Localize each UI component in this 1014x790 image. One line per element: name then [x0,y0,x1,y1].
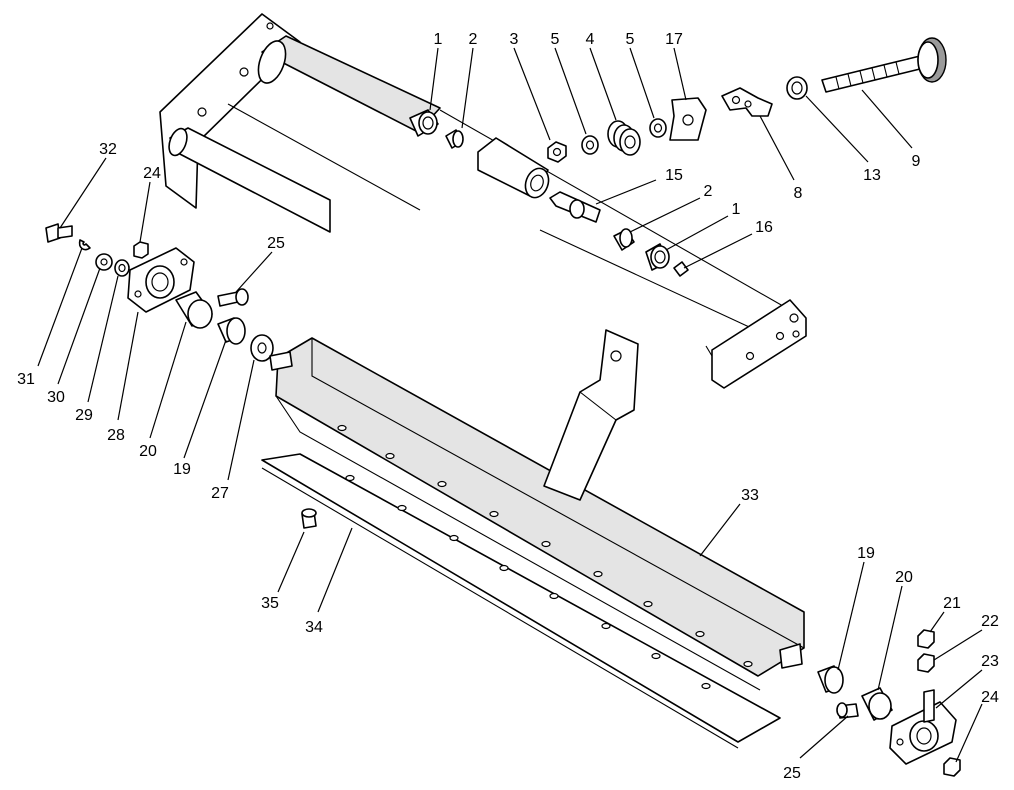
callout-34: 34 [305,619,323,636]
callout-labels: 1 2 3 5 4 5 17 9 13 8 15 2 1 16 32 24 25… [17,31,999,782]
callout-31: 31 [17,371,35,388]
callout-35: 35 [261,595,279,612]
callout-19: 19 [857,545,875,562]
adjuster-parts [409,37,947,277]
callout-20: 20 [139,443,157,460]
callout-19: 19 [173,461,191,478]
callout-4: 4 [586,31,595,48]
bedknife-holes [345,474,711,690]
callout-9: 9 [912,153,921,170]
callout-5: 5 [551,31,560,48]
callout-22: 22 [981,613,999,630]
bedbar-arm [543,329,639,501]
callout-1: 1 [732,201,741,218]
callout-15: 15 [665,167,683,184]
callout-2: 2 [469,31,478,48]
callout-24: 24 [143,165,161,182]
callout-23: 23 [981,653,999,670]
callout-33: 33 [741,487,759,504]
left-bearing-parts [45,223,274,362]
callout-16: 16 [755,219,773,236]
callout-5: 5 [626,31,635,48]
callout-3: 3 [510,31,519,48]
callout-32: 32 [99,141,117,158]
right-bearing-parts [817,629,961,777]
callout-20: 20 [895,569,913,586]
frame-assembly [159,13,807,389]
callout-24: 24 [981,689,999,706]
frame-right-plate [711,299,807,389]
callout-17: 17 [665,31,683,48]
leader-lines [37,47,983,763]
callout-1: 1 [434,31,443,48]
bedbar-assembly [261,329,805,749]
callout-13: 13 [863,167,881,184]
callout-27: 27 [211,485,229,502]
callout-30: 30 [47,389,65,406]
callout-8: 8 [794,185,803,202]
bedknife [261,453,781,743]
callout-25: 25 [783,765,801,782]
callout-2: 2 [704,183,713,200]
callout-29: 29 [75,407,93,424]
callout-28: 28 [107,427,125,444]
callout-25: 25 [267,235,285,252]
callout-21: 21 [943,595,961,612]
bedbar-holes [337,424,753,668]
